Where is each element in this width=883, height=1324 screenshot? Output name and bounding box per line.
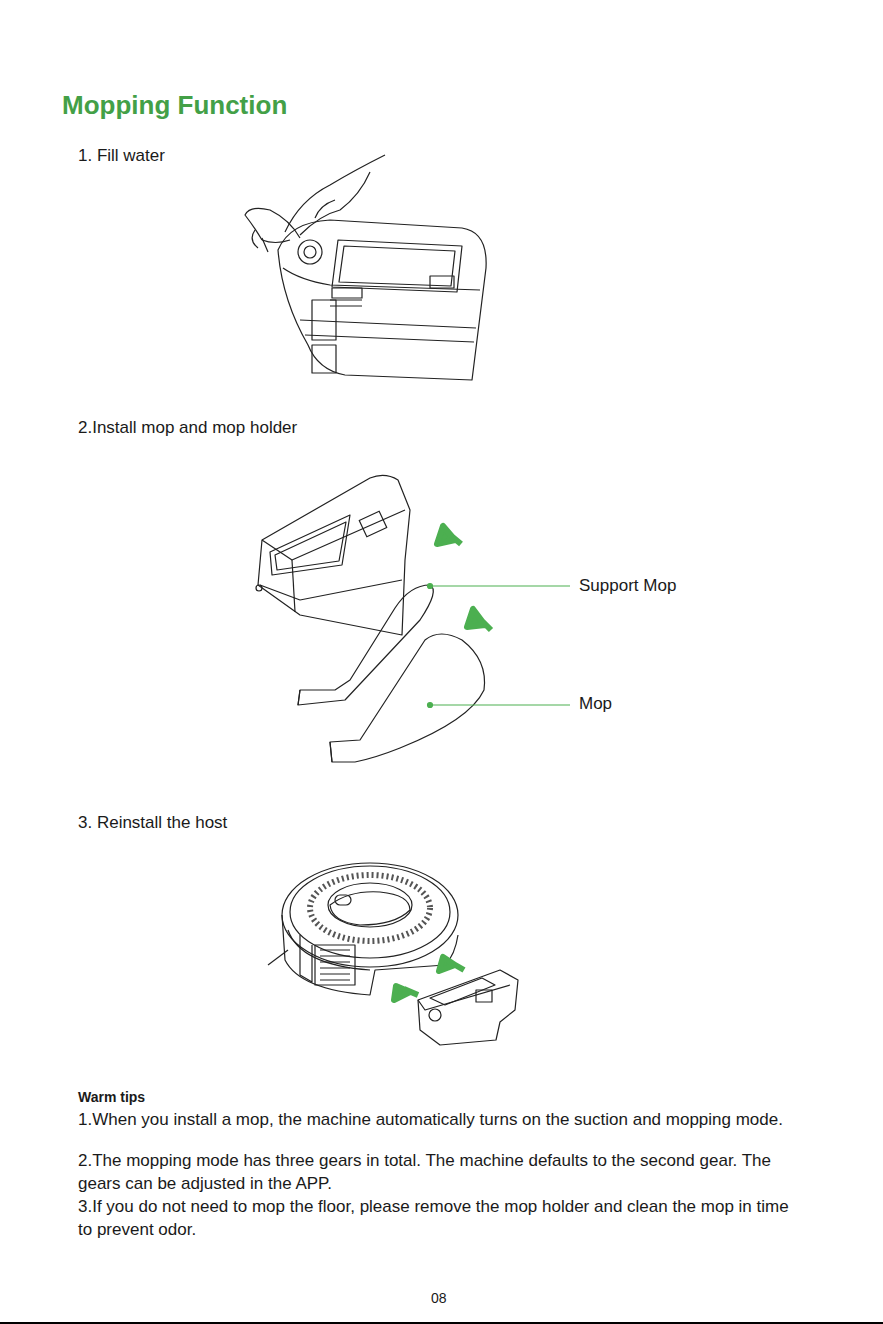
part-label: Mop [579,693,612,716]
leader-lines [428,584,571,708]
step-heading: 1. Fill water [78,145,165,168]
install-mop-figure [256,475,491,762]
step-heading: 2.Install mop and mop holder [78,417,297,440]
tips-heading: Warm tips [78,1088,145,1107]
tip-note: 3.If you do not need to mop the floor, p… [78,1196,798,1242]
tip-note: 2.The mopping mode has three gears in to… [78,1150,798,1196]
reinstall-host-figure [268,863,518,1045]
step-heading: 3. Reinstall the host [78,812,227,835]
page-number: 08 [431,1289,447,1308]
tip-note: 1.When you install a mop, the machine au… [78,1109,798,1132]
part-label: Support Mop [579,575,676,598]
page-edge [0,1322,883,1324]
fill-water-figure [245,155,486,380]
page-title: Mopping Function [62,88,287,123]
